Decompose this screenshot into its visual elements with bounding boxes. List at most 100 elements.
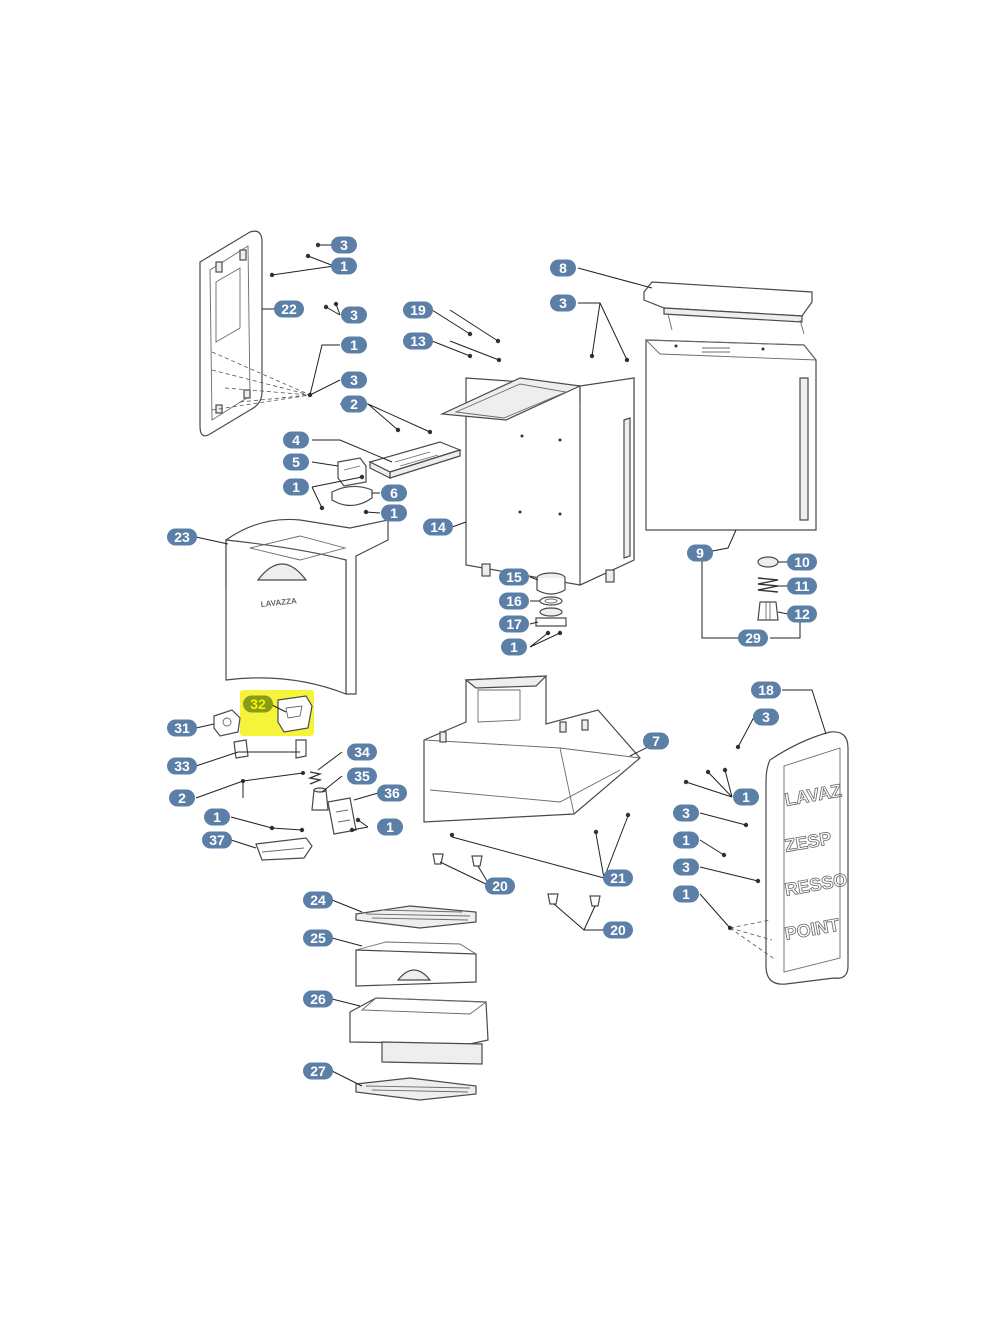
label-badge-text: 36 [384, 785, 400, 801]
label-badge-5: 5 [283, 453, 309, 471]
label-badge-shape [303, 891, 333, 909]
part-9-side-housing [644, 339, 817, 531]
label-badge-20: 20 [603, 921, 633, 939]
label-badge-text: 37 [209, 832, 225, 848]
label-badge-2: 2 [169, 789, 195, 807]
label-badge-text: 1 [213, 809, 221, 825]
label-badge-shape [485, 877, 515, 895]
part-6-clip [319, 474, 373, 515]
label-badge-12: 12 [787, 605, 817, 623]
label-badge-shape [753, 708, 779, 726]
label-badge-shape [204, 808, 230, 826]
part-16-ring [539, 596, 563, 606]
part-22-frame [199, 230, 263, 437]
label-badge-1: 1 [204, 808, 230, 826]
label-badge-27: 27 [303, 1062, 333, 1080]
label-badge-1: 1 [377, 818, 403, 836]
label-badge-text: 6 [390, 485, 398, 501]
label-badge-4: 4 [283, 431, 309, 449]
label-badge-shape [499, 568, 529, 586]
label-badge-shape [341, 395, 367, 413]
label-badge-shape [331, 236, 357, 254]
part-27-grid [355, 1077, 477, 1101]
part-25-drip-tray [355, 941, 477, 987]
part-36-plate [327, 797, 361, 835]
label-badge-24: 24 [303, 891, 333, 909]
label-badge-1: 1 [381, 504, 407, 522]
label-badge-shape [673, 858, 699, 876]
label-badge-text: 26 [310, 991, 326, 1007]
label-badge-text: 3 [762, 709, 770, 725]
label-badge-text: 20 [492, 878, 508, 894]
part-4-slide-tray [368, 441, 462, 479]
label-badge-shape [550, 259, 576, 277]
label-badge-8: 8 [550, 259, 576, 277]
label-badge-shape [499, 615, 529, 633]
label-badge-shape [751, 681, 781, 699]
label-badge-shape [687, 544, 713, 562]
label-badge-text: 1 [510, 639, 518, 655]
label-badge-shape [274, 300, 304, 318]
label-badge-18: 18 [751, 681, 781, 699]
part-35-pin [311, 787, 329, 811]
label-badge-shape [499, 592, 529, 610]
label-badge-shape [381, 484, 407, 502]
label-badge-text: 3 [559, 295, 567, 311]
label-badge-text: 16 [506, 593, 522, 609]
label-badge-text: 15 [506, 569, 522, 585]
label-badge-shape [167, 757, 197, 775]
label-badge-shape [603, 869, 633, 887]
label-badge-3: 3 [753, 708, 779, 726]
label-badge-3: 3 [341, 371, 367, 389]
label-badge-1: 1 [501, 638, 527, 656]
label-badge-6: 6 [381, 484, 407, 502]
part-32-block [277, 695, 313, 733]
label-badge-text: 35 [354, 768, 370, 784]
label-badge-shape [283, 431, 309, 449]
label-badge-shape [167, 719, 197, 737]
label-badge-shape [303, 990, 333, 1008]
label-badge-shape [501, 638, 527, 656]
label-badge-shape [787, 577, 817, 595]
label-badge-text: 5 [292, 454, 300, 470]
label-badge-shape [341, 336, 367, 354]
label-badge-shape [550, 294, 576, 312]
label-badge-1: 1 [331, 257, 357, 275]
label-badge-text: 24 [310, 892, 326, 908]
label-badge-text: 3 [682, 805, 690, 821]
part-12-post [757, 601, 779, 621]
label-badge-1: 1 [733, 788, 759, 806]
label-badge-32: 32 [243, 695, 273, 713]
label-badge-shape [202, 831, 232, 849]
part-14-main-body [439, 377, 635, 586]
label-badge-14: 14 [423, 518, 453, 536]
label-badge-7: 7 [643, 732, 669, 750]
label-badge-shape [787, 605, 817, 623]
part-23-front-cover: LAVAZZA [225, 518, 389, 695]
brand-text: LAVAZZA [260, 596, 297, 609]
label-badge-1: 1 [673, 885, 699, 903]
label-badge-23: 23 [167, 528, 197, 546]
label-badge-text: 3 [350, 372, 358, 388]
label-badge-shape [347, 743, 377, 761]
label-badge-shape [673, 831, 699, 849]
label-badge-shape [169, 789, 195, 807]
label-badge-11: 11 [787, 577, 817, 595]
label-badge-text: 13 [410, 333, 426, 349]
label-badge-text: 1 [340, 258, 348, 274]
label-badge-35: 35 [347, 767, 377, 785]
label-badge-text: 1 [390, 505, 398, 521]
label-badge-text: 22 [281, 301, 297, 317]
label-badge-34: 34 [347, 743, 377, 761]
label-badge-text: 2 [350, 396, 358, 412]
part-26-container [349, 997, 489, 1065]
label-badge-text: 1 [742, 789, 750, 805]
part-5-bracket [337, 457, 367, 487]
label-badge-text: 31 [174, 720, 190, 736]
part-15-coupling [536, 572, 566, 595]
label-badge-text: 7 [652, 733, 660, 749]
label-badge-shape [303, 1062, 333, 1080]
label-badge-text: 27 [310, 1063, 326, 1079]
label-badge-text: 17 [506, 616, 522, 632]
label-badge-33: 33 [167, 757, 197, 775]
